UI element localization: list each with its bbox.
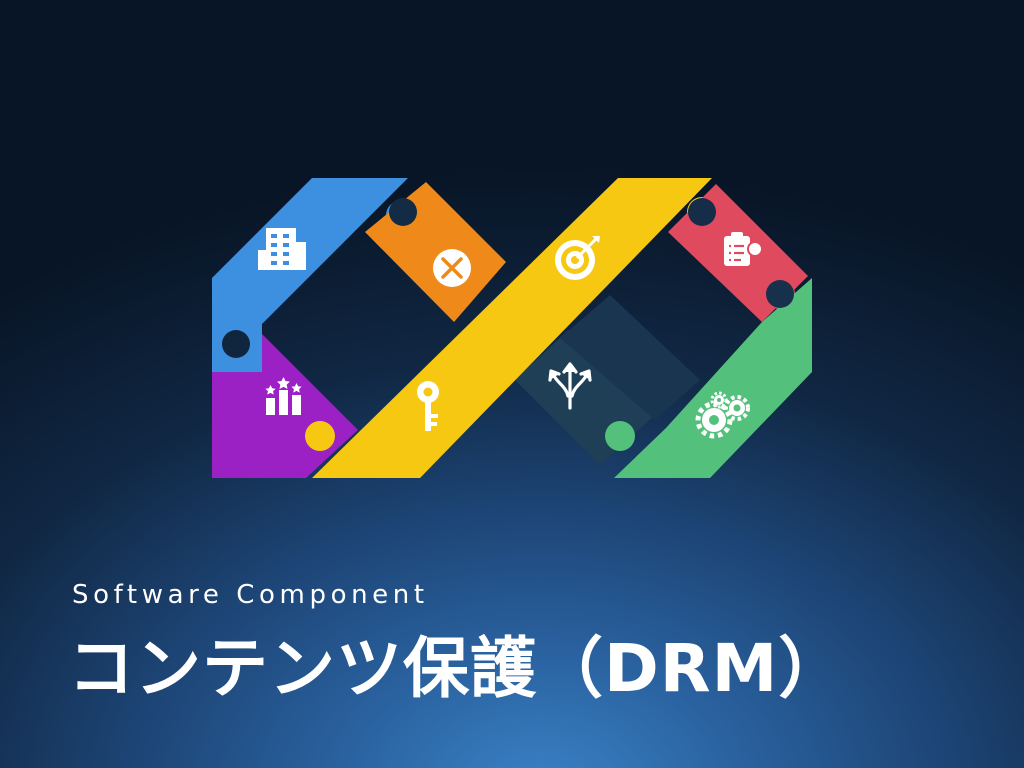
- subtitle: Software Component: [72, 580, 429, 610]
- yellow-piece: [305, 178, 717, 478]
- key-icon: [417, 381, 439, 431]
- split-arrows-icon: [548, 362, 592, 410]
- target-icon: [555, 236, 600, 280]
- ranking-stars-icon: [265, 377, 302, 415]
- green-piece: [605, 278, 812, 478]
- blue-piece: [212, 178, 414, 372]
- checklist-icon: [724, 232, 763, 266]
- gears-icon: [695, 391, 750, 439]
- close-circle-icon: [433, 249, 471, 287]
- page-title: コンテンツ保護（DRM）: [68, 630, 846, 707]
- orange-piece: [365, 182, 506, 322]
- building-icon: [258, 228, 306, 270]
